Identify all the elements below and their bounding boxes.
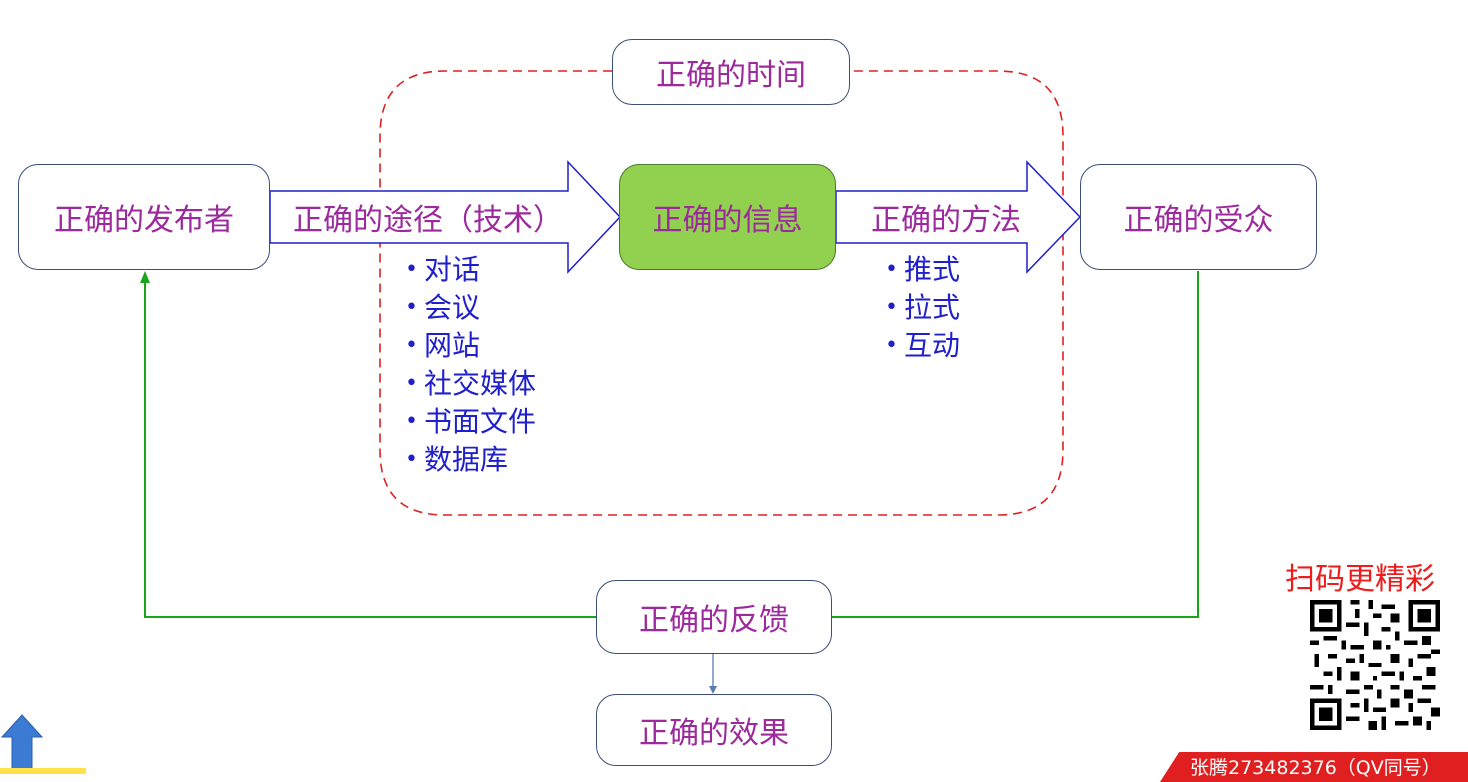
feedback-line-right xyxy=(832,271,1199,618)
feedback-node: 正确的反馈 xyxy=(596,580,832,654)
list-item: 网站 xyxy=(405,327,536,365)
effect-node: 正确的效果 xyxy=(596,694,832,766)
list-item: 数据库 xyxy=(405,441,536,479)
qr-code[interactable] xyxy=(1310,600,1440,730)
list-item: 互动 xyxy=(885,327,960,365)
publisher-node: 正确的发布者 xyxy=(18,164,270,270)
audience-node: 正确的受众 xyxy=(1080,164,1317,270)
method-arrow-label: 正确的方法 xyxy=(871,203,1021,238)
list-item: 社交媒体 xyxy=(405,365,536,403)
feedback-to-effect-arrowhead xyxy=(709,686,717,694)
list-item: 对话 xyxy=(405,251,536,289)
promo-title: 扫码更精彩 xyxy=(1285,562,1435,597)
time-dashed-frame xyxy=(379,70,1064,516)
channel-block-arrow xyxy=(269,160,622,274)
contact-tag: 张腾273482376（QV同号） xyxy=(1160,752,1468,782)
time-node: 正确的时间 xyxy=(612,39,850,105)
list-item: 会议 xyxy=(405,289,536,327)
channel-list: 对话 会议 网站 社交媒体 书面文件 数据库 xyxy=(405,251,536,479)
method-list: 推式 拉式 互动 xyxy=(885,251,960,365)
yellow-strip xyxy=(0,768,86,774)
method-block-arrow xyxy=(835,160,1082,274)
list-item: 拉式 xyxy=(885,289,960,327)
list-item: 推式 xyxy=(885,251,960,289)
up-arrow-icon[interactable] xyxy=(0,713,50,771)
information-node: 正确的信息 xyxy=(619,164,836,270)
feedback-line-left xyxy=(144,280,596,618)
feedback-arrowhead xyxy=(140,271,150,283)
channel-arrow-label: 正确的途径（技术） xyxy=(293,203,563,238)
list-item: 书面文件 xyxy=(405,403,536,441)
